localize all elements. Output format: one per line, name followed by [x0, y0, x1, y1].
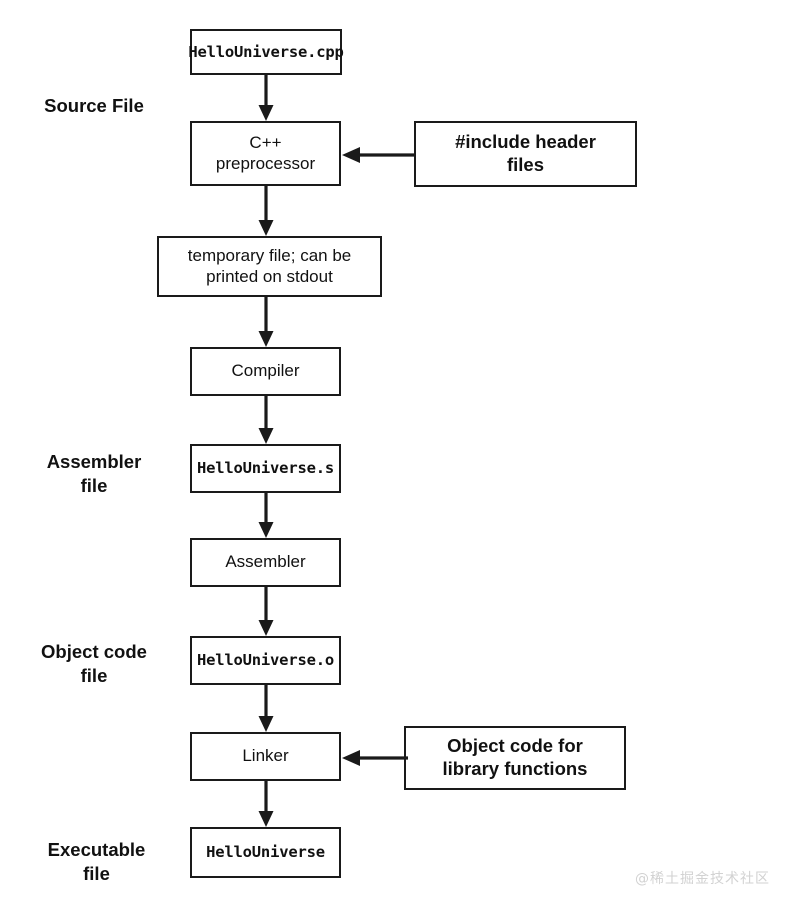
edge-linker-to-executable — [250, 781, 282, 829]
node-linker[interactable]: Linker — [190, 732, 341, 781]
node-assembler[interactable]: Assembler — [190, 538, 341, 587]
node-preprocessor[interactable]: C++ preprocessor — [190, 121, 341, 186]
edge-source-cpp-to-preprocessor — [250, 75, 282, 123]
node-library-objects[interactable]: Object code for library functions — [404, 726, 626, 790]
edge-temporary-file-to-compiler — [250, 297, 282, 349]
edge-object-file-to-linker — [250, 685, 282, 734]
node-assembly-file[interactable]: HelloUniverse.s — [190, 444, 341, 493]
edge-assembler-to-object-file — [250, 587, 282, 638]
node-compiler[interactable]: Compiler — [190, 347, 341, 396]
stage-label-source-file: Source File — [44, 95, 144, 116]
stage-label-assembler-file: Assembler file — [46, 451, 142, 496]
watermark-text: @稀土掘金技术社区 — [635, 871, 770, 887]
edge-assembly-file-to-assembler — [250, 493, 282, 540]
edge-library-objects-to-linker — [338, 743, 410, 773]
node-temporary-file[interactable]: temporary file; can be printed on stdout — [157, 236, 382, 297]
node-include-headers[interactable]: #include header files — [414, 121, 637, 187]
node-object-file[interactable]: HelloUniverse.o — [190, 636, 341, 685]
stage-label-executable-file: Executable file — [47, 839, 146, 884]
edge-compiler-to-assembly-file — [250, 396, 282, 446]
node-source-cpp[interactable]: HelloUniverse.cpp — [188, 29, 344, 75]
edge-include-headers-to-preprocessor — [338, 140, 418, 170]
stage-label-object-code-file: Object code file — [41, 641, 147, 686]
edge-preprocessor-to-temporary-file — [250, 186, 282, 238]
node-executable[interactable]: HelloUniverse — [190, 827, 341, 878]
